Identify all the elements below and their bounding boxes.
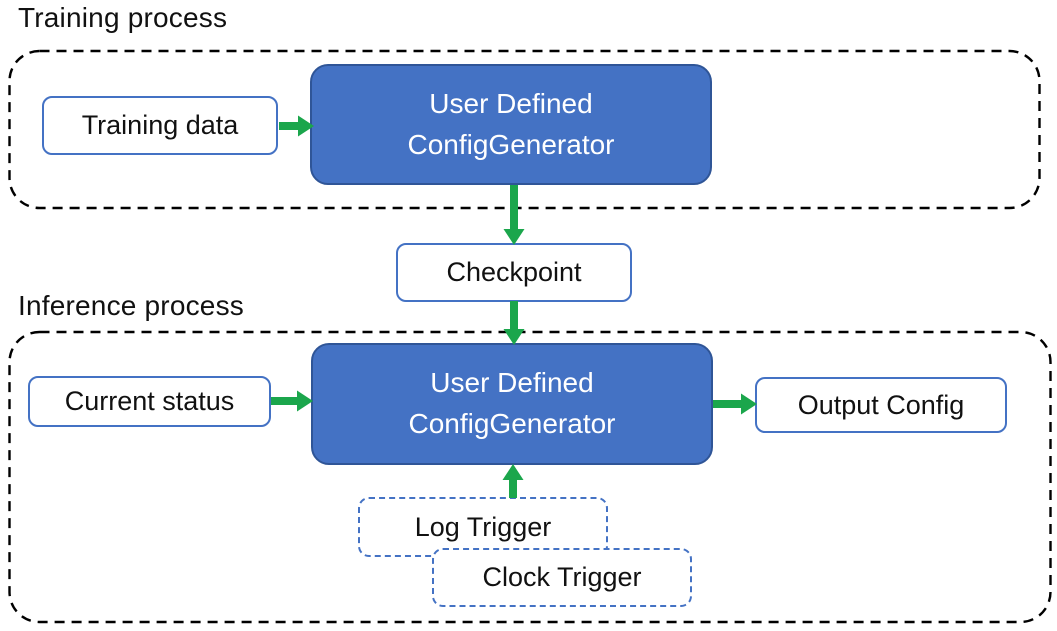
config-generator-inference-node: User Defined ConfigGenerator: [311, 343, 713, 465]
config-generator-training-node: User Defined ConfigGenerator: [310, 64, 712, 185]
arrow-current-status-to-generator: [271, 390, 313, 412]
clock-trigger-node: Clock Trigger: [432, 548, 692, 607]
arrow-generator-to-checkpoint: [503, 185, 525, 245]
training-data-node: Training data: [42, 96, 278, 155]
checkpoint-node: Checkpoint: [396, 243, 632, 302]
arrow-triggers-to-generator: [502, 464, 524, 498]
arrow-checkpoint-to-generator: [503, 301, 525, 345]
inference-process-label: Inference process: [18, 290, 244, 321]
training-process-label: Training process: [18, 2, 228, 33]
output-config-node: Output Config: [755, 377, 1007, 433]
current-status-node: Current status: [28, 376, 271, 427]
arrow-generator-to-output-config: [713, 393, 757, 415]
arrow-training-data-to-generator: [279, 115, 314, 137]
